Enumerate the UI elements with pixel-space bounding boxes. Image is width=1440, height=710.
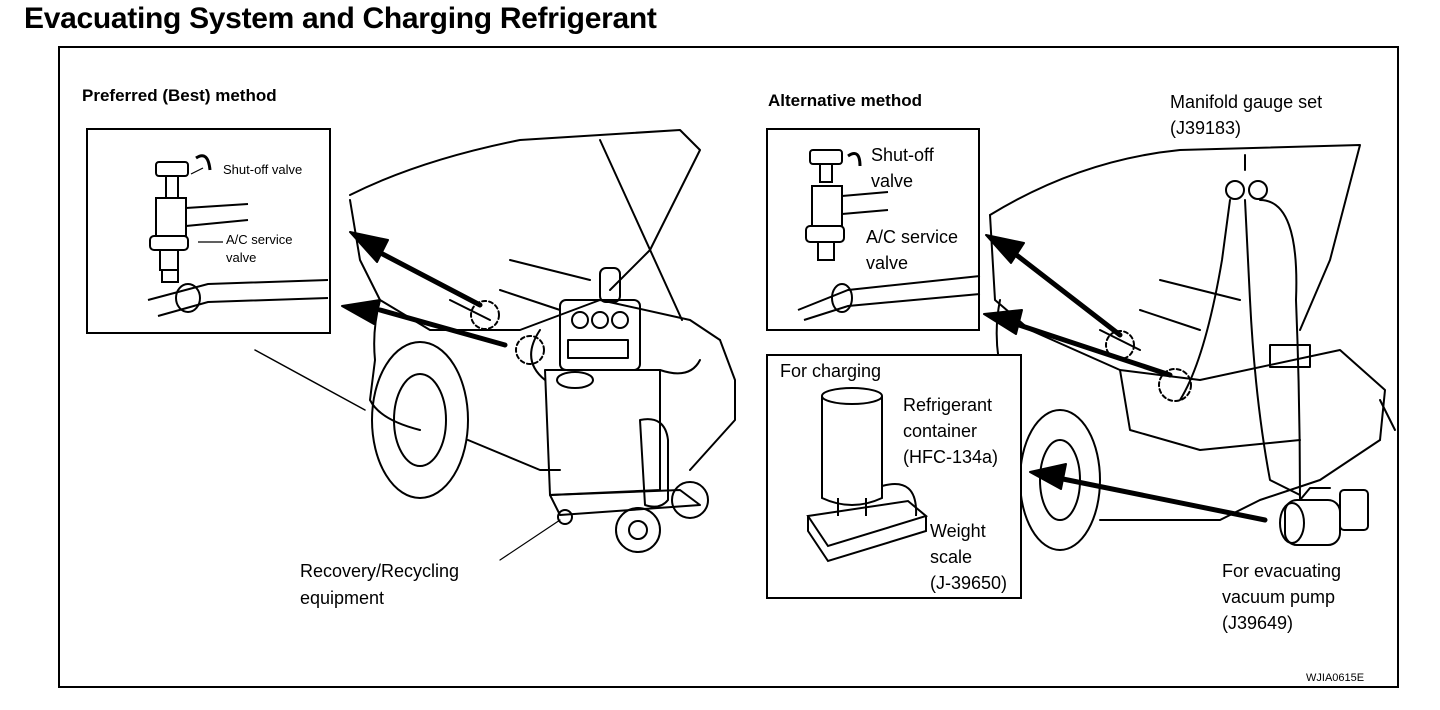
- alt-shutoff-label-line2: valve: [871, 171, 914, 191]
- preferred-method-heading: Preferred (Best) method: [82, 86, 277, 105]
- manifold-label-line2: (J39183): [1170, 118, 1242, 138]
- scale-label-line3: (J-39650): [930, 573, 1008, 593]
- left-arrows: [341, 231, 508, 348]
- recovery-equipment-label-line2: equipment: [300, 588, 385, 608]
- shutoff-valve-icon: [797, 149, 981, 321]
- service-valve-label-line1: A/C service: [226, 232, 293, 247]
- scale-label-line1: Weight: [930, 521, 986, 541]
- manifold-label-line1: Manifold gauge set: [1170, 92, 1323, 112]
- alt-service-label-line1: A/C service: [866, 227, 959, 247]
- pump-label-line3: (J39649): [1222, 613, 1294, 633]
- alternative-method-heading: Alternative method: [768, 91, 922, 110]
- pump-label-line2: vacuum pump: [1222, 587, 1336, 607]
- pump-label-line1: For evacuating: [1222, 561, 1342, 581]
- charging-inset: For charging Refrigerant container (HFC-…: [766, 354, 1022, 599]
- scale-label-line2: scale: [930, 547, 973, 567]
- recovery-machine-drawing: [499, 267, 709, 561]
- alternative-valve-inset: Shut-off valve A/C service valve: [766, 128, 981, 331]
- right-car-drawing: [989, 144, 1396, 551]
- alt-service-label-line2: valve: [866, 253, 909, 273]
- container-label-line1: Refrigerant: [903, 395, 993, 415]
- figure-code: WJIA0615E: [1306, 672, 1365, 684]
- left-car-drawing: [254, 129, 736, 499]
- preferred-valve-inset: Shut-off valve A/C service valve: [86, 128, 331, 334]
- manifold-gauge-drawing: [1179, 154, 1301, 501]
- container-label-line3: (HFC-134a): [903, 447, 999, 467]
- recovery-equipment-label-line1: Recovery/Recycling: [300, 561, 460, 581]
- shutoff-valve-label: Shut-off valve: [223, 162, 303, 177]
- page-title: Evacuating System and Charging Refrigera…: [24, 2, 657, 35]
- service-valve-label-line2: valve: [226, 250, 257, 265]
- alt-shutoff-label-line1: Shut-off: [871, 145, 934, 165]
- vacuum-pump-drawing: [1279, 487, 1369, 546]
- refrigerant-container-icon: [806, 387, 929, 563]
- shutoff-valve-icon: [147, 154, 329, 317]
- charging-heading: For charging: [780, 361, 882, 381]
- container-label-line2: container: [903, 421, 978, 441]
- figure-frame: [58, 46, 1399, 688]
- right-arrows: [983, 234, 1268, 523]
